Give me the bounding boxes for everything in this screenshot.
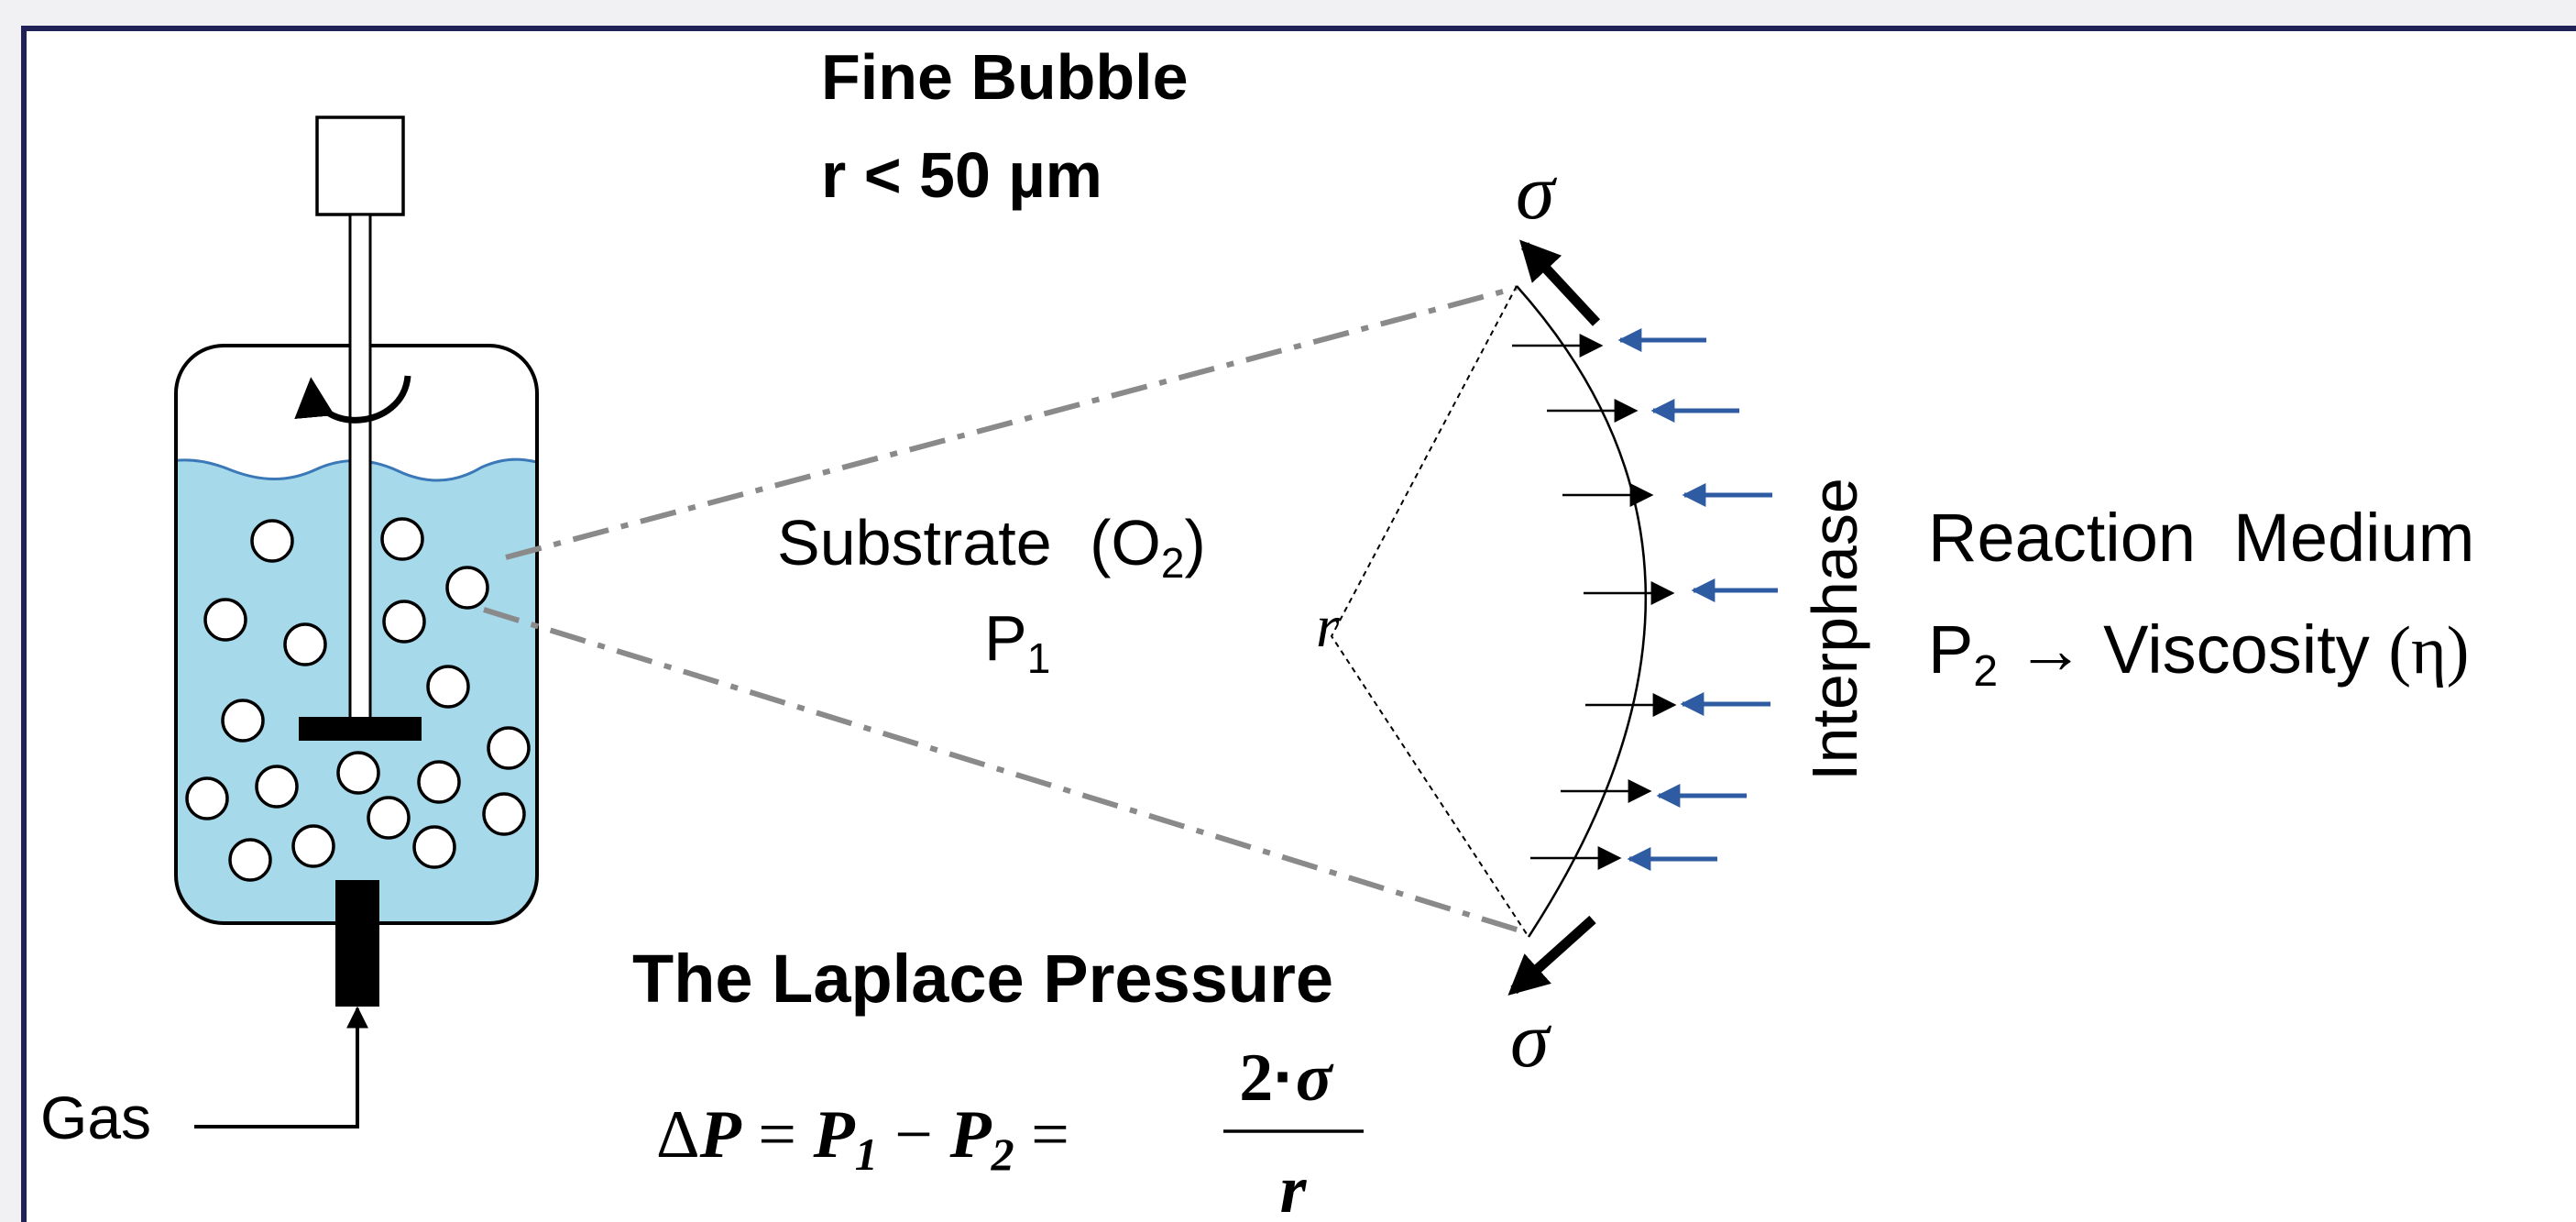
eq-p1-sub: 1 bbox=[855, 1128, 878, 1180]
eta-symbol: (η) bbox=[2388, 613, 2469, 688]
sigma-bottom: σ bbox=[1510, 996, 1552, 1084]
eq-delta: Δ bbox=[656, 1097, 700, 1172]
pressure-p1: P1 bbox=[984, 602, 1050, 682]
bubble-icon bbox=[291, 824, 335, 868]
eq-p2-sub: 2 bbox=[991, 1128, 1014, 1180]
pressure-p2-main: P bbox=[1928, 611, 1973, 688]
pressure-p2-sub: 2 bbox=[1973, 647, 1998, 696]
reactor bbox=[174, 116, 539, 1128]
gas-inlet bbox=[335, 880, 379, 1007]
bubble-icon bbox=[482, 792, 526, 836]
eq-equals-2: = bbox=[1014, 1097, 1087, 1172]
eq-num-sigma: σ bbox=[1296, 1040, 1334, 1116]
bubble-section bbox=[1330, 239, 1778, 996]
bubble-icon bbox=[380, 517, 424, 561]
bubble-icon bbox=[255, 765, 299, 809]
bubble-icon bbox=[228, 838, 272, 882]
substrate-species-sub: 2 bbox=[1161, 539, 1185, 587]
eq-num-two: 2 bbox=[1239, 1040, 1273, 1116]
laplace-heading: The Laplace Pressure bbox=[632, 941, 1333, 1017]
bubble-icon bbox=[250, 519, 294, 563]
motor-box-icon bbox=[315, 116, 405, 216]
laplace-equation: ΔP = P1 − P2 = bbox=[656, 1097, 1086, 1180]
surface-tension-arrow-bottom bbox=[1507, 915, 1596, 996]
bubble-icon bbox=[221, 699, 265, 743]
eq-p2: P bbox=[948, 1097, 992, 1172]
interface-arc bbox=[1516, 285, 1648, 938]
stirrer-shaft bbox=[348, 213, 372, 724]
outer-pressure-arrows bbox=[1617, 328, 1778, 871]
eq-numerator: 2·σ bbox=[1239, 1039, 1334, 1116]
eq-p1: P bbox=[813, 1097, 856, 1172]
bubble-icon bbox=[426, 665, 470, 709]
impeller bbox=[299, 717, 422, 741]
substrate-label: Substrate (O2) bbox=[777, 507, 1206, 587]
bubble-icon bbox=[382, 600, 426, 644]
radius-symbol: r bbox=[1316, 593, 1340, 660]
bubble-icon bbox=[412, 825, 456, 869]
bubble-icon bbox=[487, 726, 531, 770]
inner-pressure-arrows bbox=[1512, 334, 1677, 870]
bubble-icon bbox=[336, 751, 380, 795]
eq-num-dot: · bbox=[1273, 1039, 1296, 1115]
bubble-icon bbox=[283, 622, 327, 666]
bubble-icon bbox=[367, 796, 411, 840]
title-line-1: Fine Bubble bbox=[821, 41, 1189, 113]
zoom-lines bbox=[483, 285, 1529, 936]
gas-feed-line bbox=[194, 1006, 368, 1128]
substrate-species-close: ) bbox=[1184, 507, 1205, 578]
bubble-icon bbox=[445, 566, 489, 610]
eq-p: P bbox=[699, 1097, 742, 1172]
bubble-icon bbox=[417, 760, 461, 804]
rotation-arrow-icon bbox=[294, 375, 411, 424]
viscosity-text: → Viscosity bbox=[1998, 611, 2388, 688]
eq-denominator: r bbox=[1280, 1152, 1308, 1222]
substrate-species: (O bbox=[1090, 507, 1161, 578]
gas-label: Gas bbox=[40, 1084, 151, 1151]
interphase-label: Interphase bbox=[1799, 478, 1870, 781]
radius-lines bbox=[1330, 285, 1529, 938]
surface-tension-arrow-top bbox=[1519, 239, 1601, 326]
sigma-top: σ bbox=[1516, 148, 1558, 236]
pressure-p1-main: P bbox=[984, 602, 1027, 674]
bubble-icon bbox=[185, 776, 229, 820]
pressure-p1-sub: 1 bbox=[1027, 634, 1051, 682]
reaction-medium-pressure: P2 → Viscosity (η) bbox=[1928, 611, 2469, 696]
bubbles bbox=[185, 517, 531, 882]
eq-equals-1: = bbox=[741, 1097, 814, 1172]
bubble-icon bbox=[203, 598, 247, 642]
eq-minus: − bbox=[878, 1097, 950, 1172]
title-line-2: r < 50 µm bbox=[821, 139, 1102, 211]
substrate-word: Substrate bbox=[777, 507, 1052, 578]
reaction-medium-label: Reaction Medium bbox=[1928, 500, 2474, 576]
liquid bbox=[176, 459, 537, 923]
